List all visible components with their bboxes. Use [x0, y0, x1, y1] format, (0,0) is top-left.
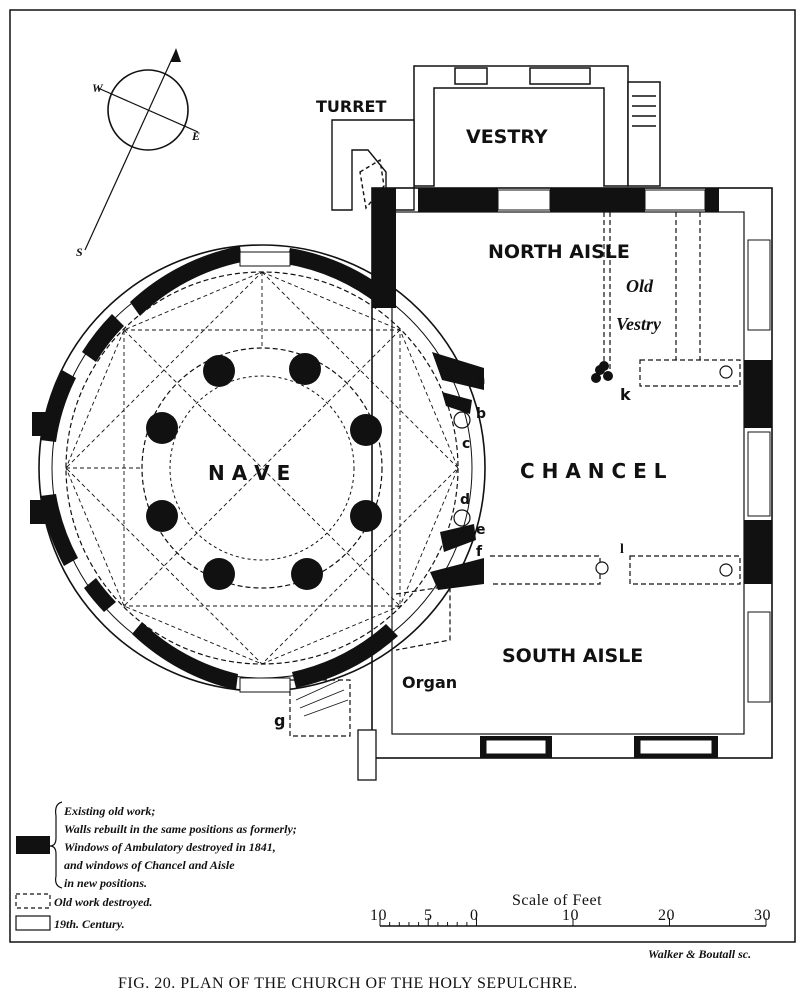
scale-tick-label: 20 [658, 907, 675, 924]
label-north-aisle: NORTH AISLE [488, 241, 630, 263]
label-c: c [462, 436, 470, 452]
scale-tick-label: 10 [562, 907, 579, 924]
legend-line-4: and windows of Chancel and Aisle [64, 858, 235, 872]
label-g: g [274, 711, 285, 730]
engraver-credit: Walker & Boutall sc. [648, 947, 751, 961]
label-old: Old [626, 276, 654, 296]
compass-s: S [76, 245, 83, 259]
legend-line-3: Windows of Ambulatory destroyed in 1841, [64, 840, 276, 854]
label-f: f [476, 544, 483, 560]
label-nave: N A V E [208, 461, 290, 485]
label-vestry: VESTRY [466, 126, 548, 148]
label-l: l [620, 542, 624, 557]
legend-dotted: Old work destroyed. [54, 895, 152, 909]
scale-tick-label: 10 [370, 907, 387, 924]
legend: Existing old work; Walls rebuilt in the … [15, 801, 297, 931]
compass: W E S [76, 48, 200, 259]
rotunda [30, 244, 486, 717]
label-a: a [476, 372, 485, 388]
nave-piers [146, 353, 382, 590]
legend-swatch-black [16, 836, 50, 854]
scale-tick-label: 30 [754, 907, 771, 924]
scale-tick-label: 0 [470, 907, 479, 924]
legend-line-5: in new positions. [64, 876, 147, 890]
compass-e: E [191, 129, 200, 143]
scale-tick-label: 5 [424, 907, 433, 924]
label-b: b [476, 406, 486, 422]
scale-bar: Scale of Feet 10 5 0 10 20 30 [370, 892, 771, 927]
legend-white: 19th. Century. [54, 917, 125, 931]
label-e: e [476, 522, 486, 538]
legend-line-1: Existing old work; [63, 804, 155, 818]
label-k: k [620, 385, 631, 404]
compass-w: W [92, 81, 104, 95]
label-turret: TURRET [316, 97, 386, 116]
figure-caption: FIG. 20. PLAN OF THE CHURCH OF THE HOLY … [118, 975, 578, 992]
label-vestry-old: Vestry [616, 314, 662, 334]
label-d: d [460, 492, 470, 508]
legend-swatch-dotted [15, 893, 51, 909]
vestry-walls [413, 65, 661, 187]
legend-swatch-white [15, 915, 51, 931]
legend-line-2: Walls rebuilt in the same positions as f… [64, 822, 297, 836]
label-organ: Organ [402, 673, 457, 692]
label-south-aisle: SOUTH AISLE [502, 645, 643, 667]
label-chancel: C H A N C E L [520, 459, 667, 483]
plan-frame [9, 9, 796, 943]
chancel-block [289, 187, 773, 781]
scale-title: Scale of Feet [512, 892, 602, 909]
